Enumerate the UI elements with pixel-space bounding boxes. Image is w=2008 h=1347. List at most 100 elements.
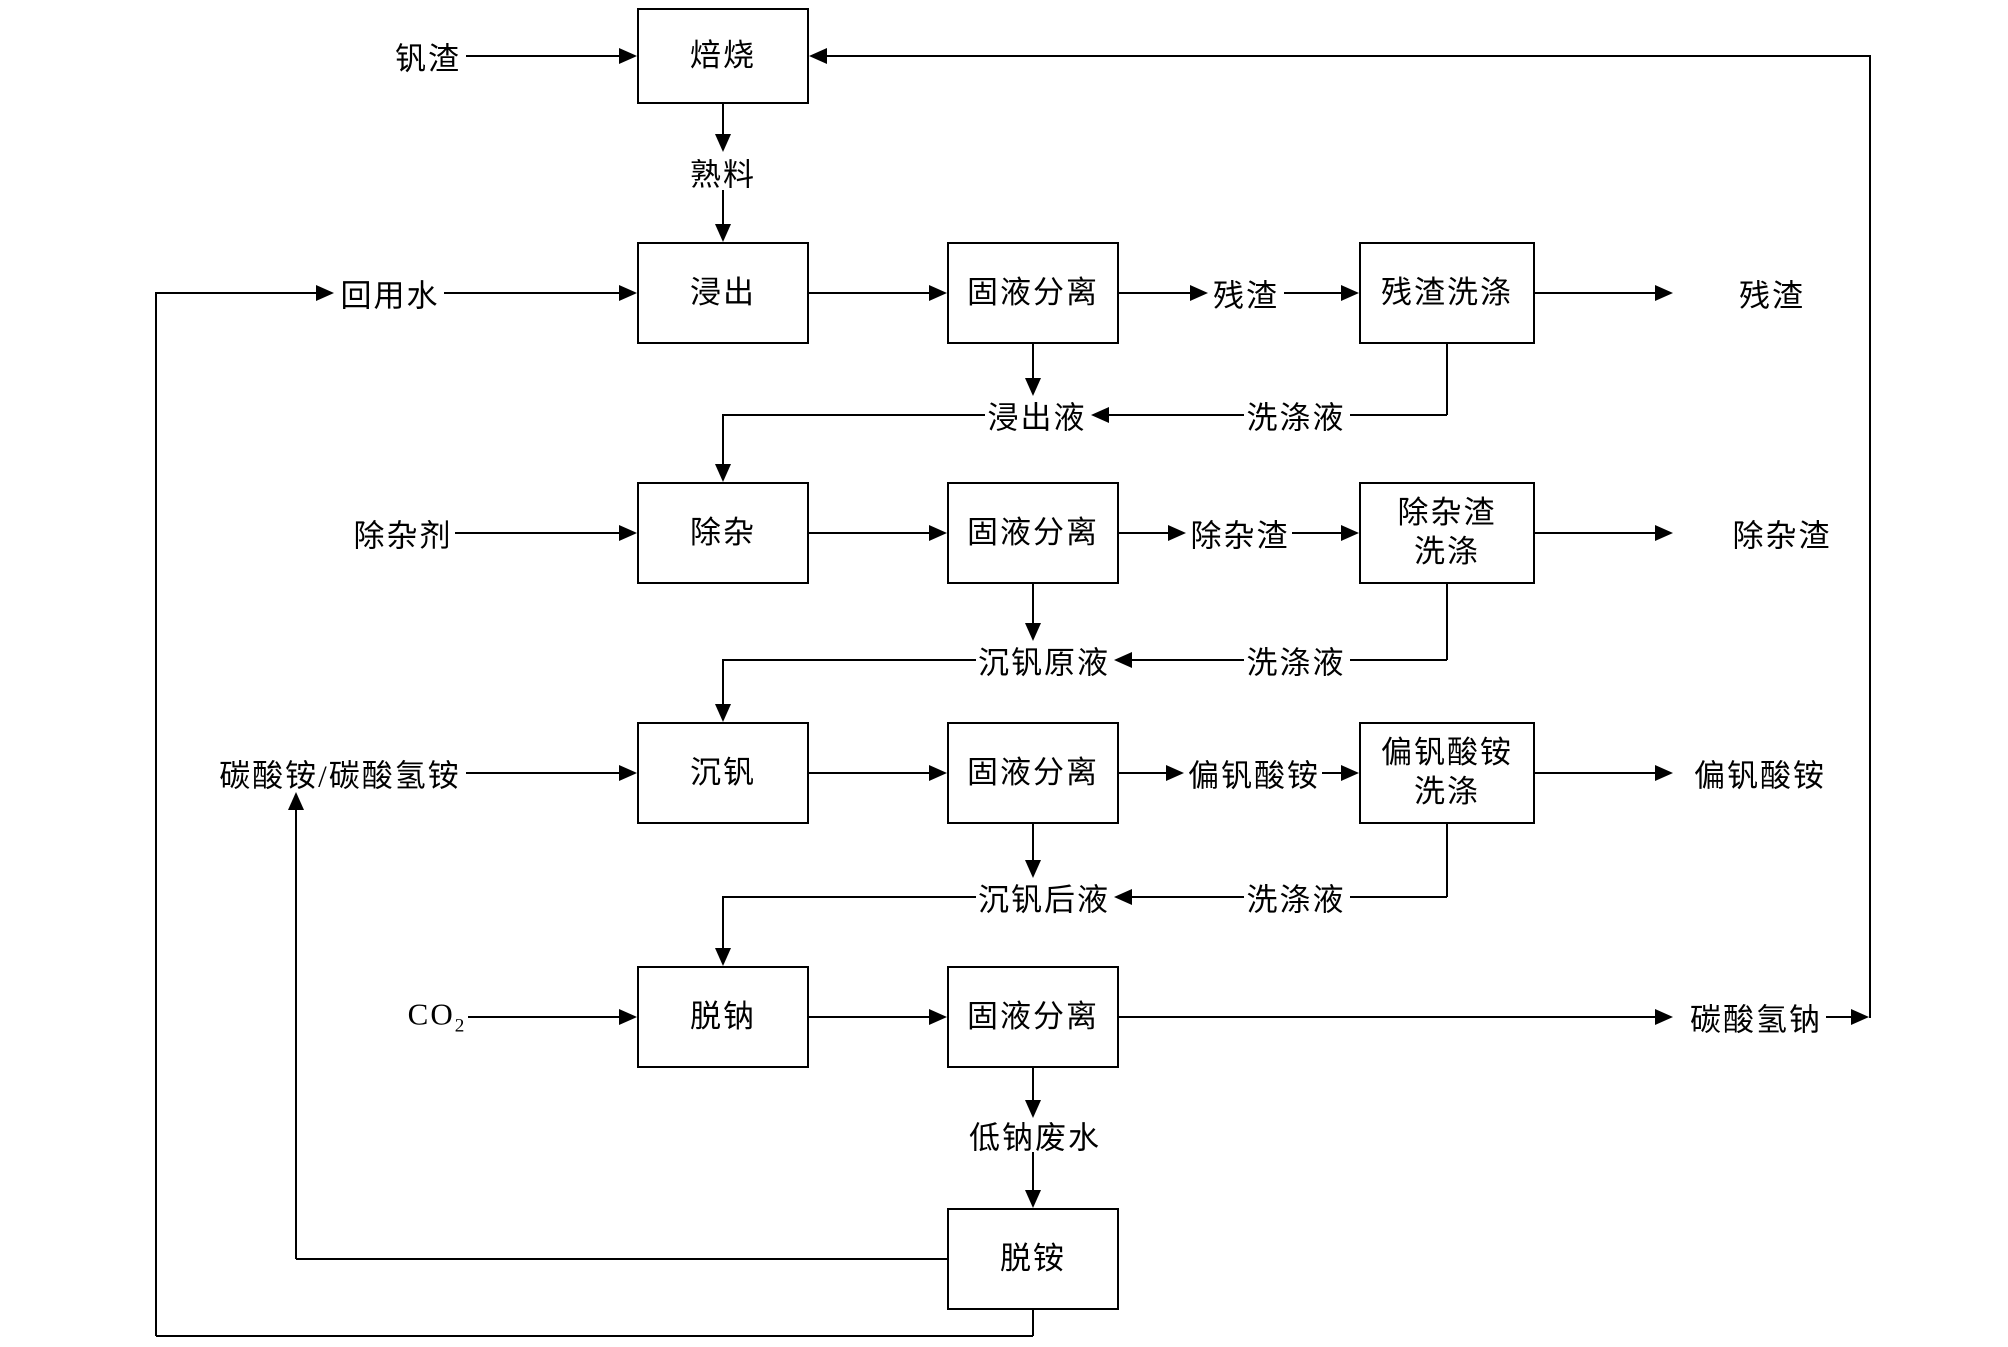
label-wash-liquid-3: 洗涤液: [1243, 874, 1349, 920]
label-impurity-residue-out: 除杂渣: [1729, 510, 1835, 556]
line-clinker-to-leach: [722, 190, 724, 224]
arrowhead-sls1-to-leachate: [1025, 378, 1041, 396]
line-impurity-residue-to-wash2: [1292, 532, 1341, 534]
arrowhead-sls2-to-impurity-residue: [1168, 525, 1186, 541]
arrowhead-slag-to-roast: [619, 48, 637, 64]
line-wash1-to-residue-out: [1535, 292, 1655, 294]
line-metavanadate-to-wash3: [1322, 772, 1341, 774]
box-roast-label: 焙烧: [690, 37, 756, 73]
box-precipitate-vanadium: 沉钒: [637, 722, 809, 824]
label-co2-base: CO: [407, 996, 455, 1032]
arrowhead-residue-to-wash1: [1341, 285, 1359, 301]
label-leachate: 浸出液: [984, 392, 1090, 438]
box-solid-liquid-separation-3: 固液分离: [947, 722, 1119, 824]
label-vanadium-slag: 钒渣: [392, 33, 464, 79]
box-impurity-residue-wash-line2: 洗涤: [1414, 534, 1480, 569]
line-deammonium-down: [1032, 1310, 1034, 1336]
box-deammonium: 脱铵: [947, 1208, 1119, 1310]
arrowhead-bicarbonate-to-return: [1851, 1009, 1869, 1025]
arrowhead-post-precip-to-desodium: [715, 948, 731, 966]
line-precip-stock-left: [723, 659, 976, 661]
line-bottom-return: [156, 1335, 1033, 1337]
line-wash1-to-washliquid1: [1350, 414, 1447, 416]
label-co2-subscript: 2: [454, 1015, 465, 1037]
label-low-sodium-wastewater: 低钠废水: [966, 1112, 1104, 1158]
line-washliquid2-to-precip-stock: [1132, 659, 1244, 661]
arrowhead-clinker-to-leach: [715, 224, 731, 242]
label-clinker: 熟料: [687, 149, 759, 195]
line-leachate-left: [723, 414, 985, 416]
line-wash2-down: [1446, 584, 1448, 660]
label-post-precip-solution: 沉钒后液: [975, 874, 1113, 920]
arrowhead-sls3-to-metavanadate: [1166, 765, 1184, 781]
label-impurity-residue-mid: 除杂渣: [1187, 510, 1293, 556]
label-residue-out: 残渣: [1736, 270, 1808, 316]
line-sls3-to-metavanadate: [1119, 772, 1166, 774]
line-desodium-to-sls4: [809, 1016, 929, 1018]
arrowhead-leachate-to-impurity-removal: [715, 464, 731, 482]
arrowhead-washliquid3-to-post-precip: [1114, 889, 1132, 905]
line-sls1-to-residue: [1119, 292, 1190, 294]
box-sls2-label: 固液分离: [967, 514, 1099, 550]
line-reuse-water-to-leach: [444, 292, 619, 294]
box-metavanadate-wash: 偏钒酸铵 洗涤: [1359, 722, 1535, 824]
line-slag-to-roast: [466, 55, 621, 57]
label-impurity-agent: 除杂剂: [350, 510, 456, 556]
arrowhead-roast-to-clinker: [715, 134, 731, 152]
arrowhead-wash1-to-residue-out: [1655, 285, 1673, 301]
label-wash-liquid-2: 洗涤液: [1243, 637, 1349, 683]
line-washliquid1-to-leachate: [1109, 414, 1244, 416]
box-solid-liquid-separation-2: 固液分离: [947, 482, 1119, 584]
line-impurity-to-sls2: [809, 532, 929, 534]
arrowhead-wastewater-to-deammonium: [1025, 1190, 1041, 1208]
line-ammonium-to-precipitate: [466, 772, 619, 774]
arrowhead-wash2-to-impurity-residue-out: [1655, 525, 1673, 541]
box-leach-label: 浸出: [690, 274, 756, 310]
line-roast-to-clinker: [722, 104, 724, 134]
arrowhead-reuse-water-to-leach: [619, 285, 637, 301]
box-impurity-residue-wash-line1: 除杂渣: [1397, 495, 1497, 531]
box-precipitate-vanadium-label: 沉钒: [690, 754, 756, 790]
arrowhead-sls1-to-residue: [1190, 285, 1208, 301]
arrowhead-sls3-to-post-precip: [1025, 860, 1041, 878]
line-sls4-to-bicarbonate: [1119, 1016, 1655, 1018]
line-leach-to-sls1: [809, 292, 929, 294]
label-ammonium-carbonate-mix: 碳酸铵/碳酸氢铵: [216, 750, 464, 796]
box-desodium: 脱钠: [637, 966, 809, 1068]
line-wash2-to-impurity-residue-out: [1535, 532, 1655, 534]
box-residue-wash-label: 残渣洗涤: [1381, 274, 1513, 310]
box-impurity-removal: 除杂: [637, 482, 809, 584]
line-ammonium-return-up: [295, 797, 297, 1259]
line-sls2-to-precip-stock: [1032, 584, 1034, 623]
box-roast: 焙烧: [637, 8, 809, 104]
line-bicarbonate-return-top: [827, 55, 1870, 57]
box-leach: 浸出: [637, 242, 809, 344]
line-post-precip-left: [723, 896, 976, 898]
label-residue-mid: 残渣: [1210, 270, 1282, 316]
line-deammonium-to-ammonium-return: [296, 1258, 947, 1260]
label-wash-liquid-1: 洗涤液: [1243, 392, 1349, 438]
line-sls1-to-leachate: [1032, 344, 1034, 378]
arrowhead-precipitate-to-sls3: [929, 765, 947, 781]
box-sls3-label: 固液分离: [967, 754, 1099, 790]
line-wash3-to-washliquid3: [1350, 896, 1447, 898]
label-reuse-water: 回用水: [337, 270, 443, 316]
line-precip-stock-to-precipitate: [722, 659, 724, 704]
box-metavanadate-wash-line2: 洗涤: [1414, 774, 1480, 809]
arrowhead-washliquid1-to-leachate: [1091, 407, 1109, 423]
label-precip-stock-solution: 沉钒原液: [975, 637, 1113, 683]
line-wastewater-to-deammonium: [1032, 1152, 1034, 1190]
line-sls4-to-wastewater: [1032, 1068, 1034, 1100]
line-precipitate-to-sls3: [809, 772, 929, 774]
box-residue-wash: 残渣洗涤: [1359, 242, 1535, 344]
arrowhead-sls4-to-bicarbonate: [1655, 1009, 1673, 1025]
line-post-precip-to-desodium: [722, 896, 724, 948]
arrowhead-return-to-roast: [809, 48, 827, 64]
line-bicarbonate-return-right: [1869, 55, 1871, 1018]
arrowhead-co2-to-desodium: [619, 1009, 637, 1025]
label-metavanadate-out: 偏钒酸铵: [1691, 750, 1829, 796]
arrowhead-sls2-to-precip-stock: [1025, 623, 1041, 641]
box-impurity-removal-label: 除杂: [690, 514, 756, 550]
line-return-to-reuse-water: [156, 292, 316, 294]
